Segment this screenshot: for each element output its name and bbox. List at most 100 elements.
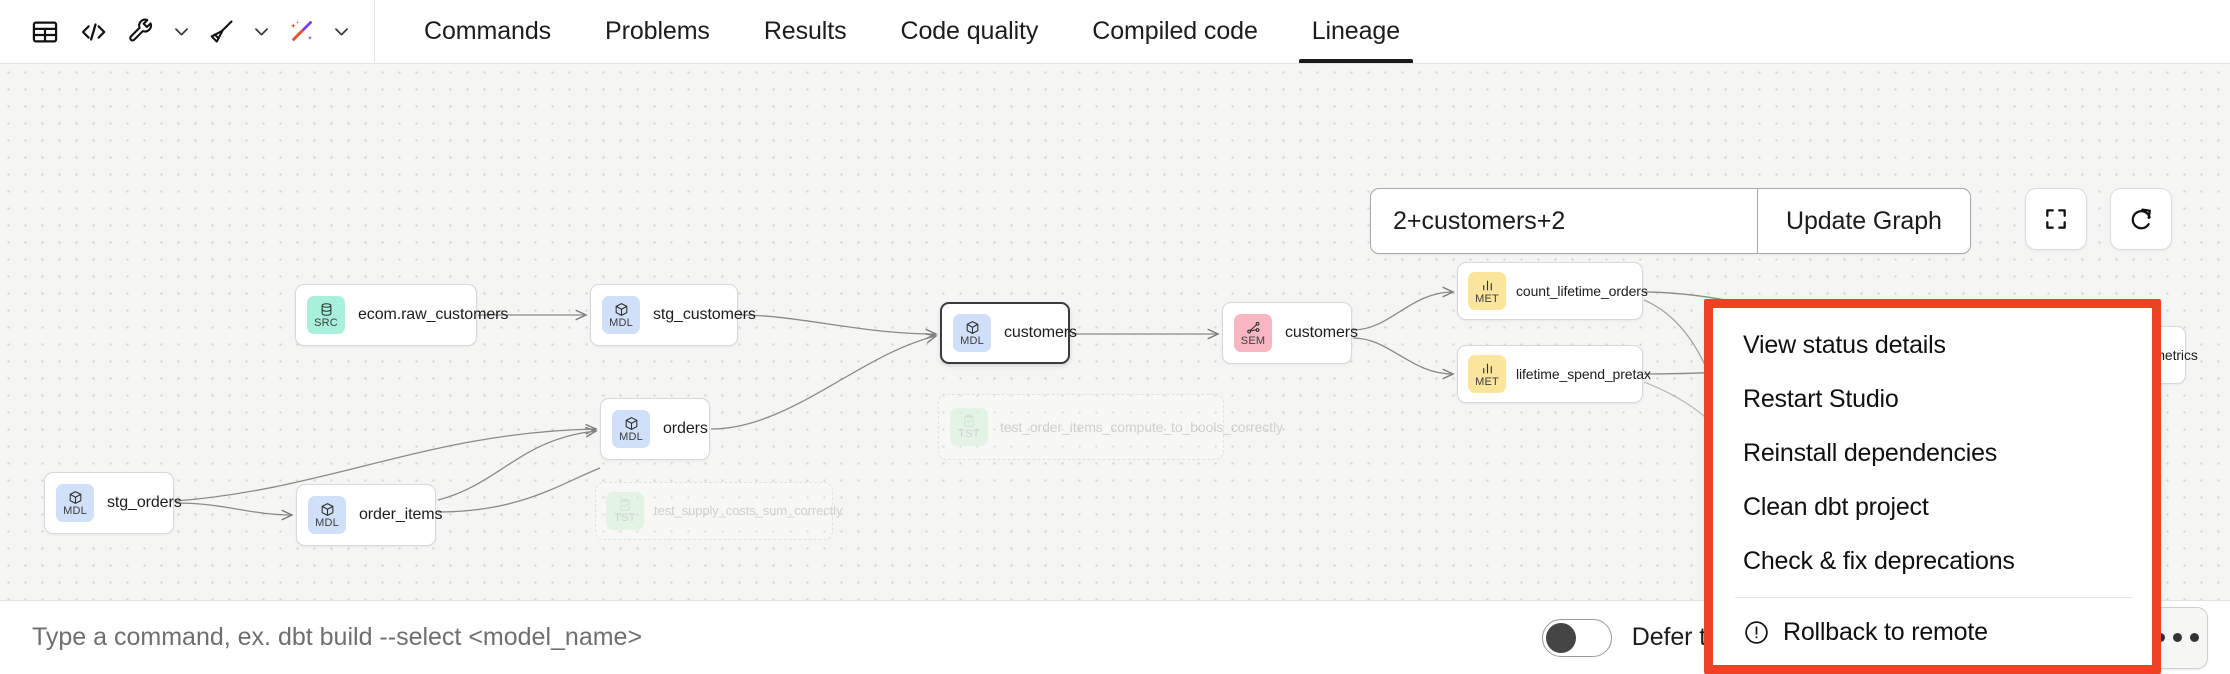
wrench-icon[interactable] — [118, 9, 164, 55]
tab-code-quality[interactable]: Code quality — [874, 0, 1066, 63]
cube-icon — [68, 490, 83, 505]
node-type-label: MET — [1475, 375, 1499, 388]
node-label: customers — [1285, 324, 1358, 341]
graph-node[interactable]: MDL order_items — [296, 484, 442, 546]
broom-icon[interactable] — [198, 9, 244, 55]
editor-tool-group — [0, 0, 374, 63]
node-type-badge-mdl: MDL — [953, 314, 991, 352]
graph-selector-input[interactable] — [1371, 189, 1757, 253]
node-type-label: MDL — [315, 516, 339, 529]
tab-label: Problems — [605, 17, 710, 45]
menu-item-label: Rollback to remote — [1783, 617, 1988, 646]
node-type-badge-mdl: MDL — [56, 484, 94, 522]
command-input[interactable] — [0, 623, 1522, 652]
menu-item-reinstall-dependencies[interactable]: Reinstall dependencies — [1713, 426, 2152, 480]
broom-chevron-down-icon[interactable] — [246, 9, 276, 55]
tab-compiled-code[interactable]: Compiled code — [1065, 0, 1284, 63]
dot — [2189, 633, 2199, 642]
node-type-badge-mdl: MDL — [602, 296, 640, 334]
tab-problems[interactable]: Problems — [578, 0, 737, 63]
node-type-label: MDL — [619, 430, 643, 443]
cube-icon — [614, 302, 629, 317]
wrench-chevron-down-icon[interactable] — [166, 9, 196, 55]
tab-commands[interactable]: Commands — [397, 0, 578, 63]
clipboard-check-icon — [962, 414, 976, 428]
graph-node-test[interactable]: TST test_order_items_compute_to_bools_co… — [938, 394, 1283, 460]
panel-tabs: Commands Problems Results Code quality C… — [375, 0, 1427, 63]
graph-node-selected[interactable]: MDL customers — [940, 302, 1077, 364]
node-type-label: TST — [614, 512, 636, 524]
node-type-label: SRC — [314, 316, 338, 329]
defer-toggle[interactable] — [1541, 618, 1612, 657]
node-label: order_items — [359, 506, 443, 523]
menu-item-check-fix-deprecations[interactable]: Check & fix deprecations — [1713, 534, 2152, 588]
menu-item-label: Restart Studio — [1743, 384, 1899, 413]
menu-item-label: Check & fix deprecations — [1743, 546, 2015, 575]
toggle-knob — [1545, 622, 1576, 653]
graph-node[interactable]: SRC ecom.raw_customers — [295, 284, 508, 346]
refresh-graph-button[interactable] — [2110, 188, 2172, 250]
node-type-label: MDL — [63, 504, 87, 517]
warning-circle-icon — [1743, 619, 1770, 646]
dot — [2172, 633, 2182, 642]
node-label: test_order_items_compute_to_bools_correc… — [1000, 419, 1283, 435]
semantic-graph-icon — [1246, 320, 1261, 335]
node-label: customers — [1004, 324, 1077, 341]
magic-wand-chevron-down-icon[interactable] — [326, 9, 356, 55]
update-graph-button[interactable]: Update Graph — [1757, 189, 1970, 253]
tab-label: Results — [763, 17, 847, 45]
bar-chart-icon — [1480, 361, 1495, 376]
node-type-badge-mdl: MDL — [612, 410, 650, 448]
menu-separator — [1735, 597, 2132, 598]
node-type-badge-sem: SEM — [1234, 314, 1272, 352]
node-type-badge-met: MET — [1468, 272, 1506, 310]
tab-label: Compiled code — [1092, 17, 1258, 45]
menu-item-restart-studio[interactable]: Restart Studio — [1713, 372, 2152, 426]
code-view-icon[interactable] — [70, 9, 116, 55]
cube-icon — [624, 416, 639, 431]
more-options-button[interactable] — [2146, 606, 2208, 669]
clipboard-check-icon — [618, 498, 632, 512]
node-type-badge-src: SRC — [307, 296, 345, 334]
tab-label: Lineage — [1311, 17, 1401, 45]
menu-item-label: View status details — [1743, 330, 1946, 359]
graph-node[interactable]: lifetime_spend_pretax MET lifetime_spend… — [1457, 345, 1651, 403]
status-context-menu: View status details Restart Studio Reins… — [1713, 308, 2152, 674]
node-type-label: SEM — [1240, 334, 1266, 347]
menu-item-clean-dbt-project[interactable]: Clean dbt project — [1713, 480, 2152, 534]
node-type-badge-mdl: MDL — [308, 496, 346, 534]
toolbar-divider — [374, 0, 375, 64]
update-graph-label: Update Graph — [1786, 206, 1942, 235]
graph-node[interactable]: MDL orders — [600, 398, 710, 460]
top-toolbar: Commands Problems Results Code quality C… — [0, 0, 2230, 64]
graph-node[interactable]: MDL stg_orders — [44, 472, 182, 534]
tab-results[interactable]: Results — [737, 0, 874, 63]
menu-item-rollback-to-remote[interactable]: Rollback to remote — [1713, 605, 2152, 659]
node-type-label: MDL — [960, 334, 984, 347]
node-label: ecom.raw_customers — [358, 306, 509, 323]
menu-item-view-status-details[interactable]: View status details — [1713, 318, 2152, 372]
fit-to-screen-button[interactable] — [2025, 188, 2087, 250]
node-type-badge-met: lifetime_spend_pretax MET — [1468, 355, 1506, 393]
tab-label: Code quality — [900, 17, 1039, 45]
table-view-icon[interactable] — [22, 9, 68, 55]
tab-label: Commands — [424, 17, 552, 45]
bar-chart-icon — [1480, 278, 1495, 293]
graph-node[interactable]: SEM customers — [1222, 302, 1358, 364]
cube-icon — [320, 502, 335, 517]
node-type-badge-tst: TST — [950, 408, 988, 446]
graph-node[interactable]: MDL stg_customers — [590, 284, 756, 346]
node-label: test_supply_costs_sum_correctly — [654, 503, 843, 518]
menu-item-label: Reinstall dependencies — [1743, 438, 1998, 467]
graph-node-test[interactable]: TST test_supply_costs_sum_correctly — [595, 482, 842, 540]
magic-wand-icon[interactable] — [278, 9, 324, 55]
node-label: lifetime_spend_pretax — [1516, 366, 1651, 382]
tab-lineage[interactable]: Lineage — [1285, 0, 1427, 63]
node-type-badge-tst: TST — [606, 492, 644, 530]
node-type-label: MET — [1475, 292, 1499, 305]
graph-search-row: Update Graph — [1370, 188, 1971, 254]
graph-node[interactable]: MET count_lifetime_orders — [1457, 262, 1648, 320]
menu-item-label: Clean dbt project — [1743, 492, 1929, 521]
node-type-label: TST — [958, 428, 980, 440]
